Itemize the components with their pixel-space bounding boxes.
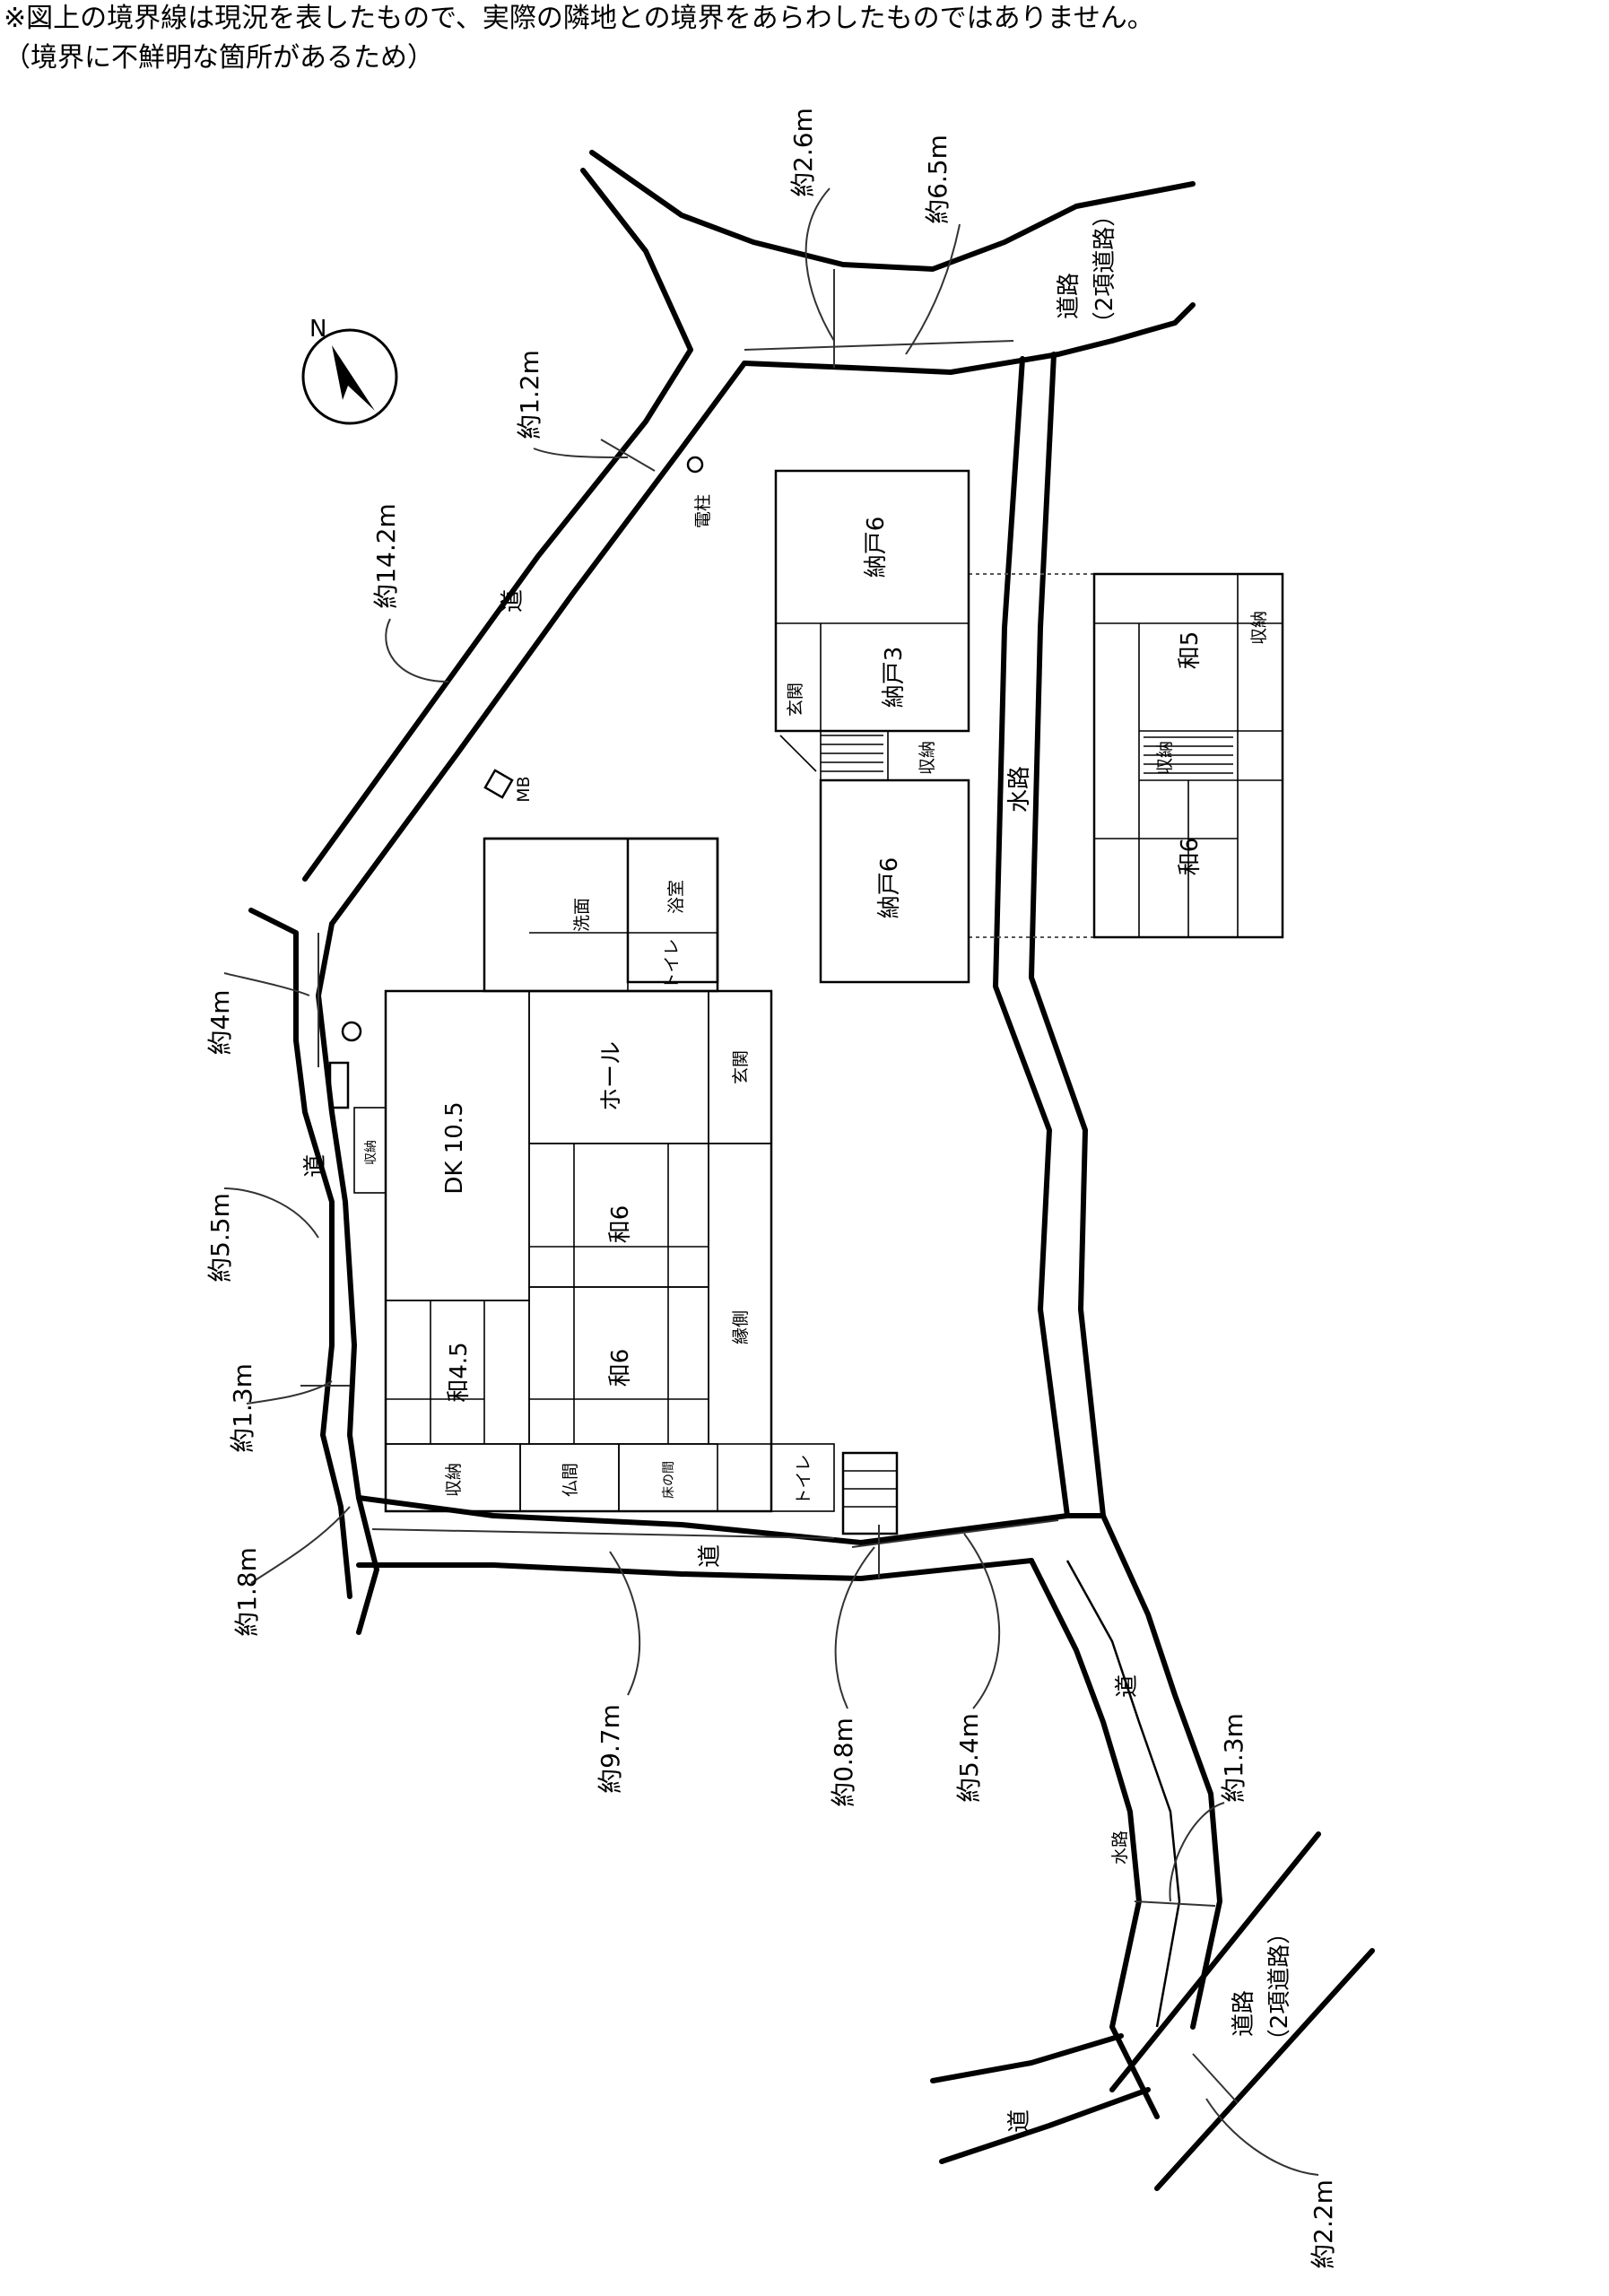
- label-storage-upper-mid: 収納: [1155, 741, 1175, 775]
- stairs-upper: [1144, 736, 1233, 774]
- road-2kou-top-edge: [1109, 302, 1196, 344]
- dim-1-3m-left: 約1.3m: [228, 1363, 257, 1453]
- dim-2-2m: 約2.2m: [1309, 2179, 1338, 2269]
- label-road-2kou-bottom-line1: 道路: [1231, 1990, 1257, 2037]
- label-butsuma: 仏間: [561, 1463, 580, 1497]
- label-pole: 電柱: [693, 494, 713, 528]
- label-bath: 浴室: [666, 880, 686, 914]
- road-southeast-left-edge: [1029, 1558, 1160, 2119]
- label-mb: MB: [514, 776, 534, 802]
- road-west-bottom-continuation: [356, 1495, 379, 1635]
- label-toilet-bottom: トイレ: [794, 1454, 813, 1505]
- road-bottom-left-upper-edge: [930, 2033, 1124, 2083]
- label-road-2kou-top-line2: （2項道路）: [1092, 204, 1118, 335]
- dim-1-3m-right: 約1.3m: [1219, 1713, 1248, 1803]
- label-nando6-bottom: 納戸6: [876, 857, 903, 919]
- dim-5-4m: 約5.4m: [954, 1713, 984, 1803]
- storage-building-ground: 納戸6 納戸3 玄関 収納 納戸6: [774, 469, 970, 984]
- label-waterway-lower: 水路: [1110, 1831, 1130, 1865]
- road-bottom-left-lower-edge: [939, 2087, 1151, 2164]
- road-west-outer-edge: [248, 908, 352, 1599]
- dim-1-2m: 約1.2m: [515, 350, 544, 439]
- dimension-labels: 約2.6m 約6.5m 約1.2m 約14.2m 約4m 約5.5m 約1.3m…: [205, 108, 1338, 2269]
- road-top-upper-edge: [589, 150, 1196, 272]
- label-dk: DK 10.5: [441, 1101, 468, 1194]
- circle-marker: [341, 1021, 362, 1042]
- dim-6-5m: 約6.5m: [923, 135, 952, 224]
- main-house: DK 10.5 ホール 洗面 浴室 トイレ 玄関 収納 和6 和6 和4.5 縁…: [328, 837, 899, 1535]
- dim-1-8m: 約1.8m: [232, 1547, 262, 1637]
- site-items: 電柱 MB: [483, 456, 713, 803]
- label-waterway: 水路: [1006, 766, 1033, 813]
- label-road-2kou-top-line1: 道路: [1056, 273, 1083, 319]
- road-southeast-right-edge: [1100, 1513, 1222, 2030]
- road-south-lower-edge: [356, 1558, 1034, 1581]
- road-top-lower-edge: [742, 338, 1115, 375]
- storage-building-upper: 収納 和5 収納 和6: [1092, 572, 1284, 939]
- utility-pole-icon: [686, 456, 704, 474]
- label-storage-ground: 収納: [918, 741, 937, 775]
- label-road-south: 道: [697, 1544, 724, 1568]
- stairs-ground: [779, 735, 883, 772]
- label-road-2kou-bottom-line2: （2項道路）: [1266, 1921, 1293, 2053]
- road-northwest-outer-edge: [302, 347, 693, 882]
- label-toilet-top: トイレ: [662, 938, 682, 989]
- label-tokonoma: 床の間: [662, 1461, 676, 1499]
- label-storage-bottom: 収納: [444, 1463, 464, 1497]
- road-northwest-inner-edge: [329, 361, 747, 926]
- room-engawa: [708, 1143, 772, 1445]
- entrance-steps: [841, 1451, 899, 1535]
- dim-2-6m: 約2.6m: [788, 108, 818, 197]
- road-top-outer-edge: [580, 168, 693, 352]
- label-storage-upper-top: 収納: [1249, 611, 1269, 645]
- label-wa6-b: 和6: [607, 1349, 634, 1387]
- waterway-left-edge: [993, 356, 1070, 1518]
- label-nando3: 納戸3: [881, 647, 908, 709]
- main-house-body: [384, 989, 773, 1513]
- road-outlines: [248, 150, 1375, 2191]
- label-storage-small: 収納: [364, 1140, 378, 1165]
- road-south-upper-edge: [356, 1495, 1070, 1545]
- room-tokonoma: [618, 1443, 718, 1512]
- road-southeast-middle-line: [1065, 1560, 1181, 2028]
- room-toilet-bottom: [770, 1443, 835, 1512]
- north-compass-icon: N: [301, 316, 398, 425]
- label-entrance: 玄関: [731, 1050, 751, 1084]
- label-road-southeast: 道: [1114, 1674, 1141, 1698]
- dim-4m: 約4m: [205, 989, 235, 1055]
- dimension-leaders: [223, 187, 1319, 2176]
- road-labels: 道 道 道 道 道 道路 （2項道路） 道路 （2項道路） 水路 水路: [302, 204, 1293, 2133]
- label-hall: ホール: [598, 1041, 625, 1111]
- boundary-disclaimer: ※図上の境界線は現況を表したもので、実際の隣地との境界をあらわしたものではありま…: [4, 3, 1154, 34]
- label-wa5: 和5: [1177, 631, 1204, 670]
- road-2kou-bottom-lower-edge: [1154, 1948, 1375, 2191]
- label-road-bottom-left: 道: [1006, 2109, 1033, 2133]
- label-washroom: 洗面: [572, 898, 592, 932]
- boundary-disclaimer-reason: （境界に不鮮明な箇所があるため）: [4, 42, 434, 74]
- label-road-northwest: 道: [500, 589, 526, 613]
- meter-box-icon: [483, 769, 514, 799]
- dim-9-7m: 約9.7m: [596, 1704, 625, 1794]
- label-wa6-upper: 和6: [1177, 838, 1204, 876]
- compass-north-label: N: [309, 316, 326, 343]
- label-road-west: 道: [302, 1154, 329, 1178]
- label-engawa: 縁側: [731, 1310, 751, 1344]
- label-nando6-top: 納戸6: [863, 517, 890, 578]
- storage-small: [353, 1107, 387, 1194]
- ground-upper-block: [774, 469, 970, 733]
- label-entrance-ground: 玄関: [786, 683, 805, 717]
- road-2kou-bottom-upper-edge: [1109, 1831, 1321, 2092]
- dim-5-5m: 約5.5m: [205, 1193, 235, 1283]
- west-steps: [328, 1061, 350, 1109]
- label-wa45: 和4.5: [446, 1342, 473, 1402]
- dim-14-2m: 約14.2m: [371, 503, 401, 609]
- dim-0-8m: 約0.8m: [829, 1718, 858, 1807]
- label-wa6-a: 和6: [607, 1205, 634, 1244]
